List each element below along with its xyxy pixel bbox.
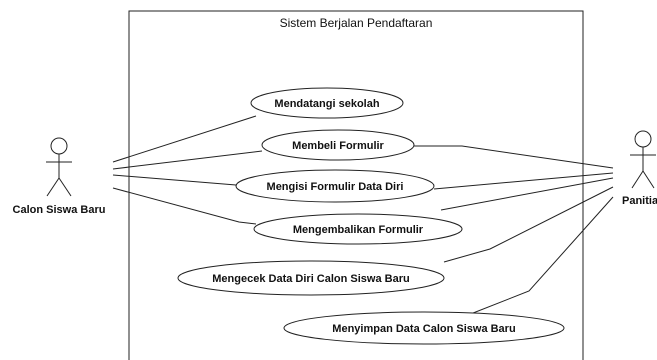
association-panitia-membeli xyxy=(414,145,614,169)
association-calon-mengembalikan xyxy=(112,187,257,225)
actor-label: Panitia xyxy=(622,195,657,207)
use-case-label: Mengembalikan Formulir xyxy=(293,224,424,236)
association-panitia-menyimpan xyxy=(467,196,614,316)
use-case-label: Membeli Formulir xyxy=(292,140,384,152)
associations xyxy=(112,115,614,316)
use-case-mendatangi-sekolah: Mendatangi sekolah xyxy=(250,87,404,119)
system-title: Sistem Berjalan Pendaftaran xyxy=(280,16,433,30)
use-case-mengembalikan-formulir: Mengembalikan Formulir xyxy=(253,213,463,245)
association-calon-mengisi xyxy=(112,174,237,186)
use-case-mengisi-formulir: Mengisi Formulir Data Diri xyxy=(235,169,435,203)
use-case-membeli-formulir: Membeli Formulir xyxy=(261,129,415,161)
actor-panitia: Panitia xyxy=(622,130,657,207)
association-panitia-mengembalikan xyxy=(440,177,614,211)
actor-stick-figure-icon xyxy=(630,130,656,189)
association-panitia-mengecek xyxy=(443,186,614,263)
use-case-mengecek-data: Mengecek Data Diri Calon Siswa Baru xyxy=(177,260,445,296)
actor-calon-siswa-baru: Calon Siswa Baru xyxy=(13,137,106,216)
use-case-label: Mengisi Formulir Data Diri xyxy=(267,181,404,193)
actor-stick-figure-icon xyxy=(46,137,72,197)
actor-label: Calon Siswa Baru xyxy=(13,204,106,216)
association-calon-membeli xyxy=(112,150,263,170)
association-panitia-mengisi xyxy=(433,172,614,190)
use-case-label: Mengecek Data Diri Calon Siswa Baru xyxy=(212,273,409,285)
association-calon-mendatangi xyxy=(112,115,257,163)
use-case-label: Menyimpan Data Calon Siswa Baru xyxy=(332,323,515,335)
use-case-menyimpan-data: Menyimpan Data Calon Siswa Baru xyxy=(283,311,565,345)
use-case-label: Mendatangi sekolah xyxy=(274,98,379,110)
